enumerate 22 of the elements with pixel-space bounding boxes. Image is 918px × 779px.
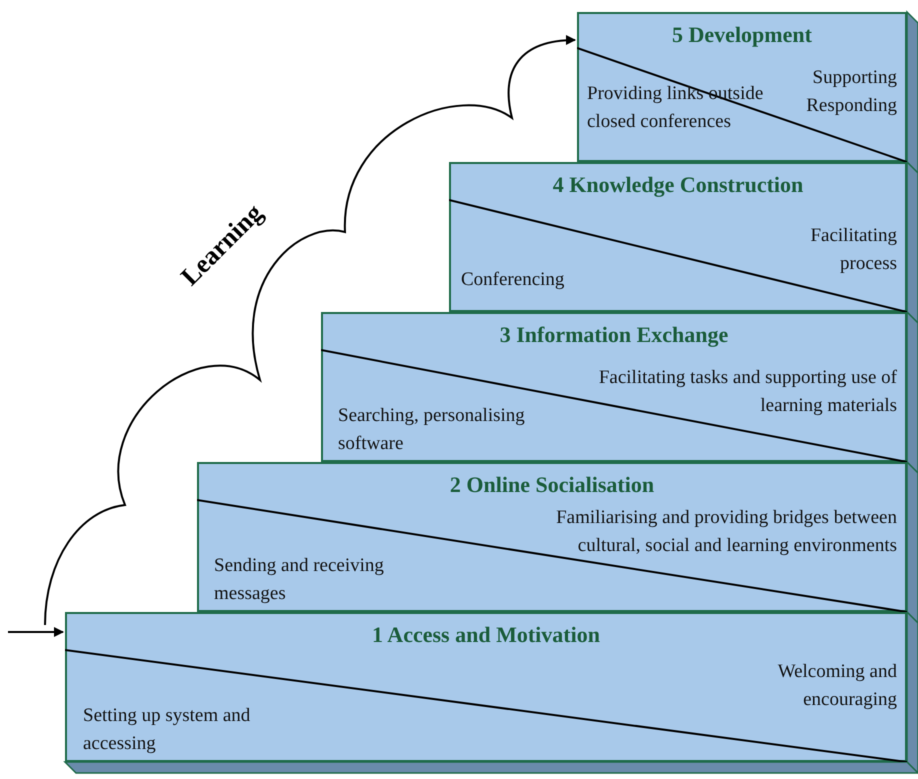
step-box (577, 12, 907, 162)
support-text: Providing links outside closed conferences (587, 82, 764, 134)
moderating-text: Facilitating tasks and supporting use of learning materials (598, 366, 897, 418)
step-box (449, 162, 907, 312)
arrow (8, 627, 64, 637)
step-heading: 4 Knowledge Construction (552, 172, 804, 198)
moderating-text: Welcoming and encouraging (776, 660, 897, 712)
support-text: Conferencing (461, 268, 566, 292)
support-text: Setting up system and accessing (83, 704, 252, 756)
step-heading: 5 Development (671, 22, 813, 48)
support-text: Searching, personalising software (338, 404, 526, 456)
step-heading: 2 Online Socialisation (448, 472, 656, 498)
step-box (197, 462, 907, 612)
moderating-text: Facilitating process (809, 224, 897, 276)
step-box (321, 312, 907, 462)
step-heading: 1 Access and Motivation (371, 622, 601, 648)
support-text: Sending and receiving messages (214, 554, 385, 606)
step-heading: 3 Information Exchange (498, 322, 730, 348)
moderating-text: Supporting Responding (805, 66, 897, 118)
curved-arrow (44, 35, 576, 626)
step-box (65, 612, 907, 762)
moderating-text: Familiarising and providing bridges between cultural, social and learning environments (555, 506, 897, 558)
